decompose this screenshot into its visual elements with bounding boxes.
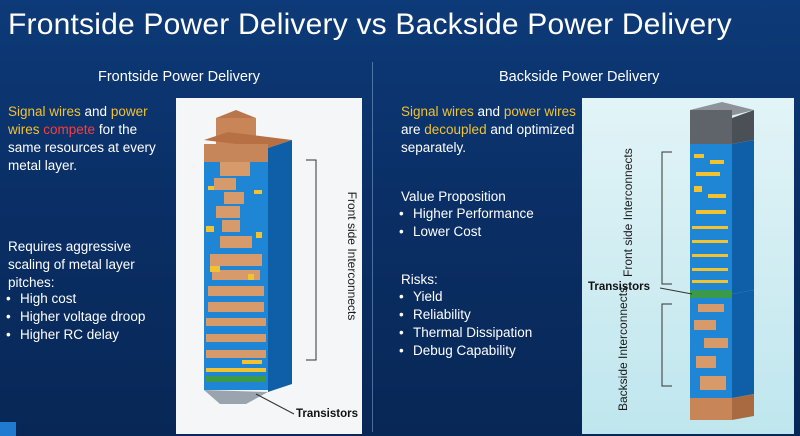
transistor-pointer-right	[659, 287, 693, 295]
power-segment-1	[220, 162, 250, 176]
backside-body-side	[732, 290, 754, 398]
power-wire	[696, 356, 716, 368]
bullet-lower-cost: Lower Cost	[397, 223, 577, 241]
bullet-debug-capability: Debug Capability	[397, 342, 577, 360]
copper-band	[204, 144, 268, 162]
power-segment-2	[214, 178, 236, 190]
and-text: and	[80, 104, 111, 119]
bullet-yield: Yield	[397, 288, 577, 306]
signal-wire	[696, 210, 726, 214]
value-bullets: Higher Performance Lower Cost	[397, 205, 577, 241]
power-segment-10	[208, 302, 264, 312]
cap-side	[732, 110, 754, 144]
backside-interconnects-label: Backside Interconnects	[616, 286, 630, 411]
signal-bit	[206, 226, 214, 232]
signal-bit	[208, 186, 214, 190]
frontside-heading: Frontside Power Delivery	[98, 69, 260, 85]
column-divider	[372, 62, 373, 432]
power-wire	[694, 320, 716, 330]
signal-wires-text: Signal wires	[8, 104, 81, 119]
power-segment-3	[224, 192, 244, 204]
bullet-reliability: Reliability	[397, 306, 577, 324]
backside-description: Signal wires and power wires are decoupl…	[401, 103, 579, 157]
pillar-bottom	[204, 390, 268, 404]
transistor-layer-right	[690, 290, 732, 298]
risks-bullets: Yield Reliability Thermal Dissipation De…	[397, 288, 577, 360]
bullet-thermal-dissipation: Thermal Dissipation	[397, 324, 577, 342]
backside-desc-rest: and optimized separately.	[401, 122, 575, 155]
front-side-interconnects-label: Front side Interconnects	[345, 191, 359, 321]
power-segment-7	[210, 254, 262, 266]
frontside-desc-rest: for the same resources at every metal la…	[8, 122, 156, 173]
power-segment-8	[212, 270, 260, 280]
and-text-right: and	[473, 104, 504, 119]
copper-bottom-side	[732, 394, 754, 420]
pillar-top-face	[204, 132, 292, 148]
corner-logo-mark	[0, 422, 16, 436]
signal-wire	[692, 240, 728, 243]
interconnect-bracket	[306, 159, 317, 361]
front-side-body-side	[732, 140, 754, 294]
signal-wire	[692, 254, 728, 257]
copper-bottom-front	[690, 398, 732, 420]
signal-wire	[692, 268, 728, 271]
front-side-body	[690, 144, 732, 294]
power-segment-13	[206, 350, 266, 358]
front-side-interconnects-label-right: Front side Interconnects	[621, 148, 635, 277]
signal-bit	[206, 368, 266, 372]
signal-bit	[248, 274, 254, 280]
bullet-voltage-droop: Higher voltage droop	[4, 308, 174, 326]
signal-wire	[694, 186, 702, 192]
signal-bit	[256, 232, 262, 238]
power-segment-12	[206, 334, 266, 342]
transistors-label-left: Transistors	[296, 408, 358, 420]
backside-diagram-panel	[582, 98, 794, 434]
risks-heading: Risks:	[401, 272, 438, 287]
power-segment-6	[220, 236, 252, 248]
bullet-high-cost: High cost	[4, 290, 174, 308]
power-wire	[698, 304, 724, 312]
signal-wire	[692, 280, 728, 283]
signal-wire	[710, 160, 724, 164]
bullet-higher-performance: Higher Performance	[397, 205, 577, 223]
power-segment-11	[206, 318, 266, 326]
bullet-rc-delay: Higher RC delay	[4, 326, 174, 344]
power-segment-5	[222, 220, 240, 232]
signal-bit	[242, 360, 262, 364]
front-side-bracket	[661, 151, 672, 285]
signal-wire	[708, 194, 726, 198]
backside-bracket	[661, 303, 672, 387]
signal-wire	[692, 226, 728, 229]
transistors-label-right: Transistors	[588, 281, 650, 293]
signal-bit	[210, 266, 220, 272]
decoupled-text: decoupled	[424, 122, 487, 137]
slide-title: Frontside Power Delivery vs Backside Pow…	[8, 8, 732, 41]
cap-front	[690, 110, 732, 144]
power-wire	[700, 376, 726, 390]
transistor-layer	[206, 376, 266, 382]
transistor-pointer	[255, 393, 295, 415]
power-wires-text-right: power wires	[503, 104, 576, 119]
power-wire	[704, 338, 728, 348]
power-segment-4	[216, 206, 240, 218]
backside-chip-diagram	[659, 102, 754, 420]
frontside-chip-diagram	[204, 110, 317, 415]
signal-bit	[254, 190, 262, 194]
signal-wire	[694, 154, 704, 158]
frontside-bullets: High cost Higher voltage droop Higher RC…	[4, 290, 174, 344]
scaling-text: Requires aggressive scaling of metal lay…	[8, 239, 135, 290]
frontside-description: Signal wires and power wires compete for…	[8, 103, 170, 175]
power-wires-text: power wires	[8, 104, 148, 137]
pillar-side-face	[268, 140, 292, 392]
value-proposition-heading: Value Proposition	[401, 189, 506, 204]
are-text: are	[401, 122, 425, 137]
compete-text: compete	[43, 122, 96, 137]
signal-wire	[696, 172, 720, 176]
power-segment-9	[208, 286, 264, 296]
backside-heading: Backside Power Delivery	[499, 69, 660, 85]
signal-wires-text-right: Signal wires	[401, 104, 474, 119]
